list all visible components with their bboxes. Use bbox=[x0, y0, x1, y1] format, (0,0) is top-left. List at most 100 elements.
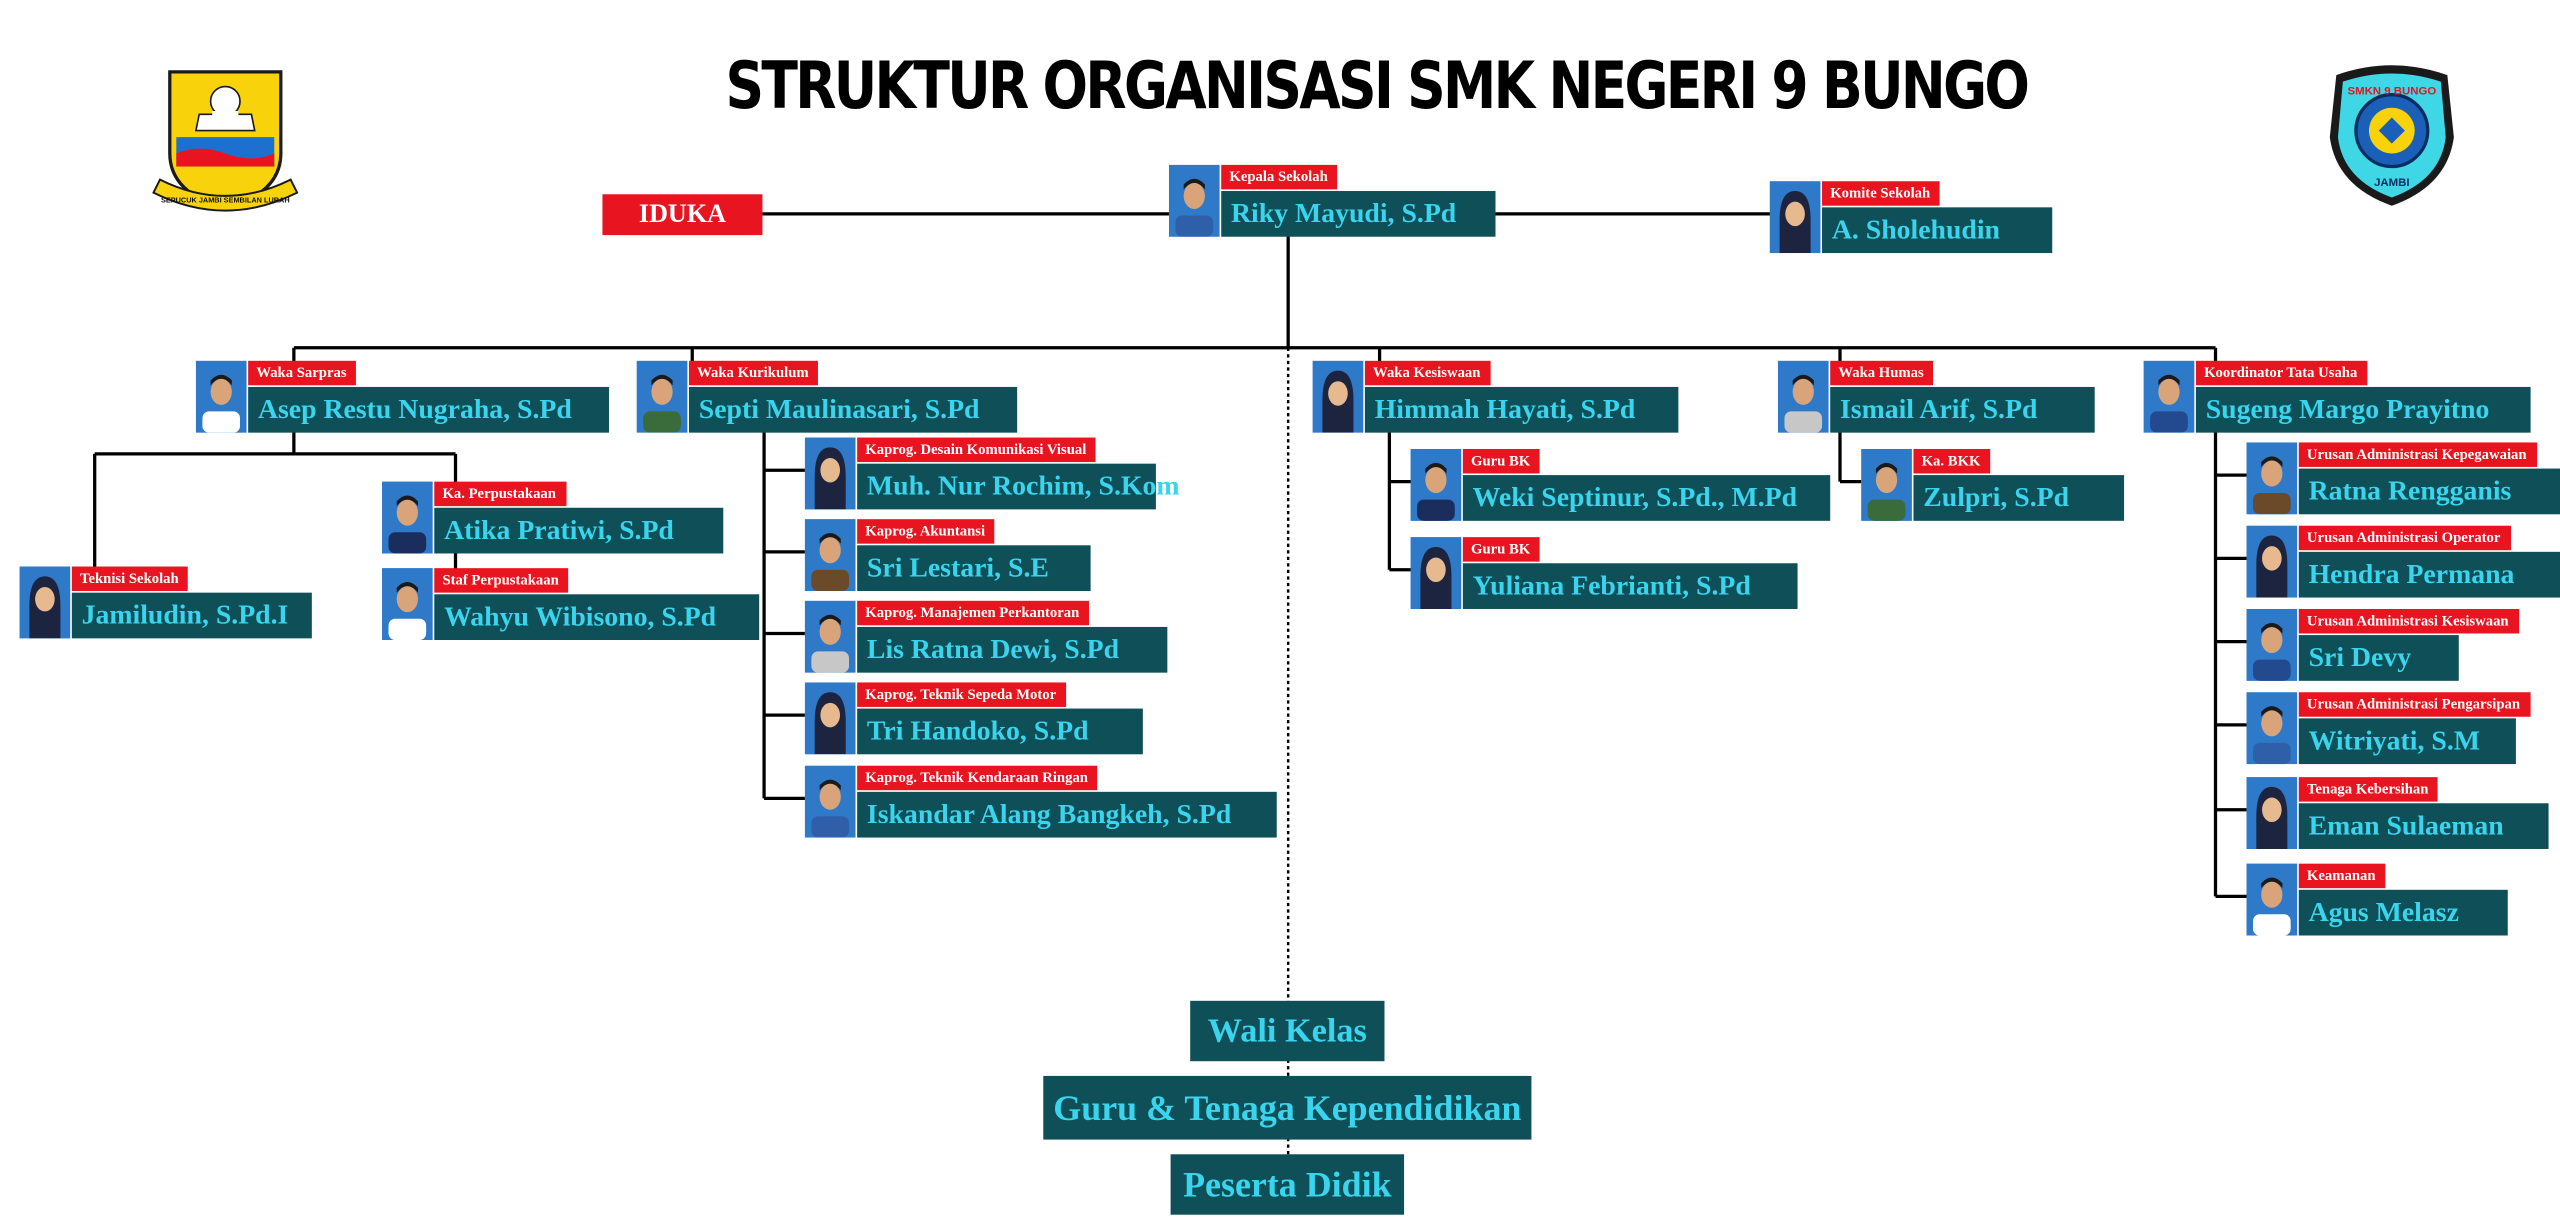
person-name: Muh. Nur Rochim, S.Kom bbox=[857, 463, 1179, 510]
person-photo bbox=[636, 360, 688, 433]
person-name: Himmah Hayati, S.Pd bbox=[1364, 386, 1679, 433]
person-photo bbox=[804, 437, 856, 510]
role-label: Keamanan bbox=[2298, 863, 2386, 889]
person-name: Wahyu Wibisono, S.Pd bbox=[434, 594, 760, 640]
person-photo bbox=[1410, 537, 1462, 609]
jambi-emblem-logo: SEPUCUK JAMBI SEMBILAN LURAH bbox=[150, 65, 300, 222]
role-label: Guru BK bbox=[1462, 448, 1541, 474]
svg-text:SEPUCUK JAMBI SEMBILAN LURAH: SEPUCUK JAMBI SEMBILAN LURAH bbox=[161, 195, 290, 204]
person-name: Septi Maulinasari, S.Pd bbox=[688, 386, 1018, 433]
role-label: Waka Sarpras bbox=[248, 360, 357, 386]
person-name: Iskandar Alang Bangkeh, S.Pd bbox=[857, 791, 1277, 838]
role-label: Ka. Perpustakaan bbox=[434, 481, 566, 507]
person-name: Riky Mayudi, S.Pd bbox=[1221, 191, 1496, 237]
person-name: Sugeng Margo Prayitno bbox=[2195, 386, 2531, 433]
person-name: Atika Pratiwi, S.Pd bbox=[434, 507, 724, 554]
person-photo bbox=[382, 568, 433, 640]
smkn9-bungo-logo: SMKN 9 BUNGO JAMBI bbox=[2320, 59, 2464, 209]
role-label: Tenaga Kebersihan bbox=[2298, 777, 2439, 802]
person-name: Hendra Permana bbox=[2298, 551, 2560, 598]
role-label: Waka Kesiswaan bbox=[1364, 360, 1491, 386]
role-label: Teknisi Sekolah bbox=[71, 566, 189, 592]
person-name: Ismail Arif, S.Pd bbox=[1830, 386, 2095, 433]
person-name: Zulpri, S.Pd bbox=[1913, 475, 2125, 521]
person-photo bbox=[1312, 360, 1364, 433]
person-name: Ratna Rengganis bbox=[2298, 468, 2560, 515]
person-photo bbox=[804, 519, 856, 592]
role-label: Kaprog. Desain Komunikasi Visual bbox=[857, 437, 1097, 463]
person-name: Yuliana Febrianti, S.Pd bbox=[1462, 563, 1798, 609]
person-photo bbox=[1769, 181, 1821, 254]
person-name: Lis Ratna Dewi, S.Pd bbox=[857, 626, 1168, 673]
role-label: Waka Kurikulum bbox=[688, 360, 819, 386]
role-label: Urusan Administrasi Operator bbox=[2298, 525, 2511, 551]
person-photo bbox=[2246, 777, 2298, 849]
role-label: Urusan Administrasi Kepegawaian bbox=[2298, 442, 2537, 467]
person-photo bbox=[2246, 692, 2298, 765]
person-name: Agus Melasz bbox=[2298, 889, 2508, 936]
person-photo bbox=[1168, 164, 1220, 237]
person-photo bbox=[382, 481, 433, 554]
person-name: A. Sholehudin bbox=[1822, 207, 2053, 254]
person-name: Eman Sulaeman bbox=[2298, 803, 2549, 849]
page-title: STRUKTUR ORGANISASI SMK NEGERI 9 BUNGO bbox=[725, 48, 2029, 125]
person-name: Sri Devy bbox=[2298, 635, 2459, 681]
person-photo bbox=[2246, 442, 2298, 515]
person-photo bbox=[2246, 525, 2298, 598]
role-label: Staf Perpustakaan bbox=[434, 568, 569, 593]
person-photo bbox=[19, 566, 71, 639]
role-label: Kepala Sekolah bbox=[1221, 164, 1338, 190]
role-label: Koordinator Tata Usaha bbox=[2195, 360, 2368, 386]
person-photo bbox=[1861, 448, 1912, 521]
iduka-box: IDUKA bbox=[602, 194, 763, 236]
peserta-didik-box: Peserta Didik bbox=[1170, 1154, 1405, 1215]
role-label: Guru BK bbox=[1462, 537, 1541, 562]
person-photo bbox=[804, 600, 856, 673]
svg-text:SMKN 9 BUNGO: SMKN 9 BUNGO bbox=[2347, 86, 2436, 98]
person-name: Asep Restu Nugraha, S.Pd bbox=[248, 386, 609, 433]
person-name: Jamiludin, S.Pd.I bbox=[71, 592, 312, 639]
person-name: Tri Handoko, S.Pd bbox=[857, 708, 1143, 755]
guru-tendik-box: Guru & Tenaga Kependidikan bbox=[1043, 1075, 1532, 1140]
role-label: Komite Sekolah bbox=[1822, 181, 1941, 206]
person-photo bbox=[804, 682, 856, 755]
role-label: Kaprog. Akuntansi bbox=[857, 519, 995, 544]
role-label: Kaprog. Teknik Kendaraan Ringan bbox=[857, 765, 1098, 791]
person-photo bbox=[2143, 360, 2195, 433]
role-label: Ka. BKK bbox=[1913, 448, 1991, 474]
person-name: Weki Septinur, S.Pd., M.Pd bbox=[1462, 475, 1831, 521]
role-label: Waka Humas bbox=[1830, 360, 1934, 386]
person-photo bbox=[1410, 448, 1462, 521]
role-label: Kaprog. Manajemen Perkantoran bbox=[857, 600, 1090, 626]
person-photo bbox=[2246, 863, 2298, 936]
person-name: Sri Lestari, S.E bbox=[857, 545, 1091, 592]
person-photo bbox=[1777, 360, 1829, 433]
person-photo bbox=[2246, 608, 2298, 681]
person-photo bbox=[195, 360, 247, 433]
